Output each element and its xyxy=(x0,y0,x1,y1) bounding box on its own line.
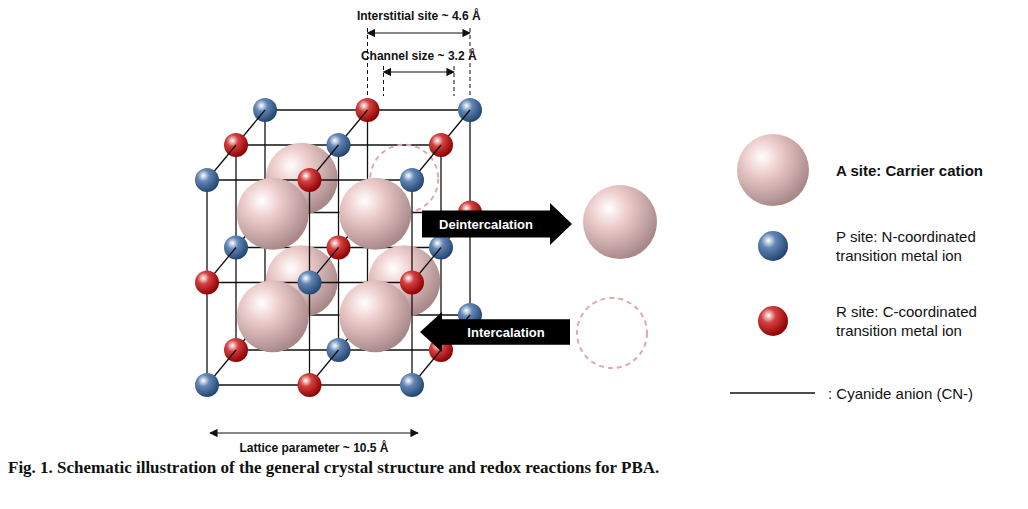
cyanide-bond xyxy=(207,179,310,180)
legend-text: R site: C-coordinated transition metal i… xyxy=(836,302,1021,340)
cyanide-bond xyxy=(310,282,413,283)
cyanide-bond xyxy=(339,144,442,145)
cyanide-bond xyxy=(411,180,412,283)
carrier-cation xyxy=(237,178,309,250)
released-cation xyxy=(583,185,657,259)
cyanide-bond xyxy=(411,283,412,386)
cyanide-bond xyxy=(207,282,310,283)
cyanide-bond xyxy=(338,248,339,351)
r-site-ion xyxy=(400,271,424,295)
process-arrow: Deintercalation xyxy=(422,203,572,245)
p-site-ion xyxy=(195,168,219,192)
cyanide-bond xyxy=(207,384,310,385)
cyanide-bond xyxy=(310,179,413,180)
legend-text: P site: N-coordinated transition metal i… xyxy=(836,227,1021,265)
cyanide-bond xyxy=(236,144,339,145)
arrow-label: Deintercalation xyxy=(439,217,533,232)
r-site-ion xyxy=(298,168,322,192)
legend-swatch xyxy=(737,134,809,206)
cyanide-bond xyxy=(236,247,339,248)
vacancy xyxy=(577,298,647,368)
legend-swatch xyxy=(758,231,788,261)
carrier-cation xyxy=(237,280,309,352)
arrow-label: Intercalation xyxy=(467,325,544,340)
cyanide-bond xyxy=(338,145,339,248)
cyanide-bond xyxy=(339,247,442,248)
cyanide-bond xyxy=(310,384,413,385)
legend-text: : Cyanide anion (CN-) xyxy=(828,384,1013,403)
cyanide-bond xyxy=(265,109,368,110)
p-site-ion xyxy=(400,168,424,192)
arrow-body xyxy=(422,203,572,245)
cyanide-bond xyxy=(206,283,207,386)
arrow-body xyxy=(420,312,570,352)
process-arrow: Intercalation xyxy=(420,312,570,352)
p-site-ion xyxy=(195,373,219,397)
cyanide-bond xyxy=(206,180,207,283)
figure-caption: Fig. 1. Schematic illustration of the ge… xyxy=(8,458,659,478)
p-site-ion xyxy=(400,373,424,397)
r-site-ion xyxy=(195,271,219,295)
carrier-cation xyxy=(339,280,411,352)
lattice xyxy=(195,98,482,397)
legend-line xyxy=(730,392,815,394)
carrier-cation xyxy=(339,178,411,250)
dimension-label: Channel size ~ 3.2 Å xyxy=(361,49,477,63)
cyanide-bond xyxy=(469,110,470,213)
cyanide-bond xyxy=(235,248,236,351)
cyanide-bond xyxy=(309,180,310,283)
cyanide-bond xyxy=(235,145,236,248)
cyanide-bond xyxy=(309,283,310,386)
dimension-label: Lattice parameter ~ 10.5 Å xyxy=(239,441,388,455)
cyanide-bond xyxy=(236,349,339,350)
legend-swatch xyxy=(758,306,788,336)
legend xyxy=(730,134,815,393)
cyanide-bond xyxy=(339,349,442,350)
legend-text: A site: Carrier cation xyxy=(836,161,1021,180)
dimension-label: Interstitial site ~ 4.6 Å xyxy=(357,9,481,23)
cyanide-bond xyxy=(368,109,471,110)
p-site-ion xyxy=(298,271,322,295)
r-site-ion xyxy=(298,373,322,397)
